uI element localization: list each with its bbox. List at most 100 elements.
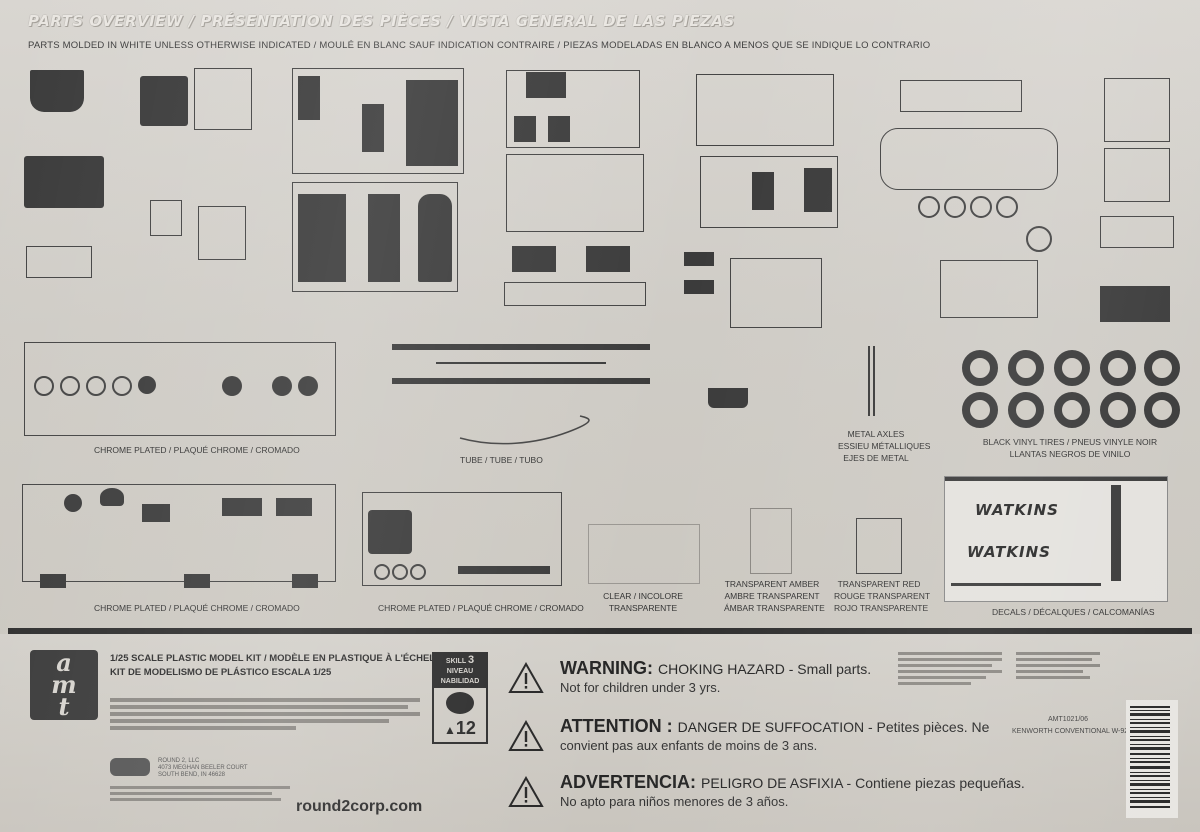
cab-back-panel [406, 80, 458, 166]
sprue-tree-c [26, 246, 92, 278]
chrome-hub-2 [222, 376, 242, 396]
chrome-label-3: CHROME PLATED / PLAQUÉ CHROME / CROMADO [378, 603, 584, 613]
chrome-tree-3-bar [458, 566, 550, 574]
chrome-tree-3-light-2 [392, 564, 408, 580]
warning-spanish-text: ADVERTENCIA: PELIGRO DE ASFIXIA - Contie… [560, 772, 1025, 809]
engine-block-part [526, 72, 566, 98]
company-line-2: 4073 MEGHAN BEELER COURT [158, 765, 248, 771]
kit-scale-line-2: KIT DE MODELISMO DE PLÁSTICO ESCALA 1/25 [110, 667, 332, 678]
chrome-wheel-2 [60, 376, 80, 396]
metal-axles-label: METAL AXLES ESSIEU MÉTALLIQUES EJES DE M… [838, 428, 930, 464]
fender-part [140, 76, 188, 126]
chrome-tree-2-foot-2 [184, 574, 210, 588]
tools-icon [446, 692, 474, 714]
clear-label: CLEAR / INCOLORE TRANSPARENTE [600, 590, 686, 614]
bumper-part [708, 388, 748, 408]
logo-letter-m: m [51, 670, 77, 699]
engine-head-part-2 [548, 116, 570, 142]
chrome-tree-3-light-3 [410, 564, 426, 580]
tire-4 [1100, 350, 1136, 386]
tire-7 [1008, 392, 1044, 428]
steering-wheel-part [1026, 226, 1052, 252]
chrome-tree-3-grille [368, 510, 412, 554]
engine-sprue-a [506, 70, 640, 148]
hood-part [30, 70, 84, 112]
decal-side-stripe [1111, 485, 1121, 581]
mirror-sprue [1104, 78, 1170, 142]
amber-line-3: ÁMBAR TRANSPARENTE [724, 603, 825, 613]
warning-french-rest: DANGER DE SUFFOCATION - Petites pièces. … [677, 719, 990, 735]
hub-ring-1 [918, 196, 940, 218]
cab-sprue-bottom [292, 182, 458, 292]
battery-box-part [804, 168, 832, 212]
compliance-fineprint-left [898, 652, 1002, 685]
hub-ring-2 [944, 196, 966, 218]
barcode-lines-icon [1130, 706, 1170, 808]
tire-1 [962, 350, 998, 386]
company-address: ROUND 2, LLC 4073 MEGHAN BEELER COURT SO… [158, 758, 248, 779]
chrome-tree-2-foot-3 [292, 574, 318, 588]
engine-head-part [514, 116, 536, 142]
warning-english-rest: CHOKING HAZARD - Small parts. [658, 661, 872, 677]
decal-top-stripe [945, 477, 1167, 481]
suspension-sprue-a [900, 80, 1022, 112]
chrome-tree-1 [24, 342, 336, 436]
age-number: 12 [455, 718, 476, 738]
logo-letter-a: a [56, 648, 72, 677]
cab-floor-part [298, 194, 346, 282]
step-part [684, 252, 714, 266]
warning-spanish-head: ADVERTENCIA: [560, 772, 697, 792]
tire-8 [1054, 392, 1090, 428]
amber-tree [750, 508, 792, 574]
cab-side-part [362, 104, 384, 152]
chrome-tree-2-bumper [276, 498, 312, 516]
warning-french-head: ATTENTION : [560, 716, 673, 736]
engine-sprue-b [506, 154, 644, 232]
warning-french-text: ATTENTION : DANGER DE SUFFOCATION - Peti… [560, 716, 989, 753]
warning-english-line2: Not for children under 3 yrs. [560, 680, 721, 695]
warning-french-line2: convient pas aux enfants de moins de 3 a… [560, 738, 818, 753]
tube-label: TUBE / TUBE / TUBO [460, 455, 543, 465]
cab-wall-part [368, 194, 400, 282]
decal-watkins-1: WATKINS [975, 501, 1059, 519]
amber-line-2: AMBRE TRANSPARENT [724, 591, 820, 601]
skill-level-badge: SKILL 3 NIVEAU NABILIDAD ▲12 [432, 652, 488, 744]
suspension-sprue-b [940, 260, 1038, 318]
frame-sprue-a [696, 74, 834, 146]
metal-axles-line-3: EJES DE METAL [843, 453, 909, 463]
barcode [1126, 700, 1178, 818]
decals-label: DECALS / DÉCALQUES / CALCOMANÍAS [992, 607, 1155, 617]
skill-header: SKILL 3 NIVEAU NABILIDAD [434, 654, 486, 688]
tire-9 [1100, 392, 1136, 428]
catalog-fineprint [110, 786, 290, 801]
clear-line-2: TRANSPARENTE [608, 603, 678, 613]
warning-english-head: WARNING: [560, 658, 653, 678]
red-line-3: ROJO TRANSPARENTE [834, 603, 929, 613]
chrome-wheel-3 [86, 376, 106, 396]
warning-spanish-line2: No apto para niños menores de 3 años. [560, 794, 789, 809]
compliance-fineprint-right [1016, 652, 1100, 679]
website-url: round2corp.com [296, 798, 423, 815]
clear-tree [588, 524, 700, 584]
tire-2 [1008, 350, 1044, 386]
tires-line-2: LLANTAS NEGROS DE VINILO [1009, 449, 1131, 459]
tire-6 [962, 392, 998, 428]
chrome-hub-3 [272, 376, 292, 396]
frame-sprue-b [700, 156, 838, 228]
warning-triangle-icon [508, 662, 544, 693]
tires-label: BLACK VINYL TIRES / PNEUS VINYLE NOIR LL… [980, 436, 1160, 460]
skill-level-number: 3 [467, 654, 475, 666]
kit-scale-info: 1/25 SCALE PLASTIC MODEL KIT / MODÈLE EN… [110, 652, 468, 680]
product-code: AMT1021/06 [1048, 716, 1089, 723]
person-icon: ▲ [444, 723, 456, 737]
age-badge: ▲12 [434, 718, 486, 740]
chrome-tree-3-light-1 [374, 564, 390, 580]
tire-10 [1144, 392, 1180, 428]
fuel-tank-part [752, 172, 774, 210]
transmission-part [512, 246, 556, 272]
metal-axle-2 [873, 346, 875, 416]
tire-5 [1144, 350, 1180, 386]
step-part-2 [684, 280, 714, 294]
round2-truck-icon [110, 758, 150, 776]
clear-line-1: CLEAR / INCOLORE [603, 591, 683, 601]
